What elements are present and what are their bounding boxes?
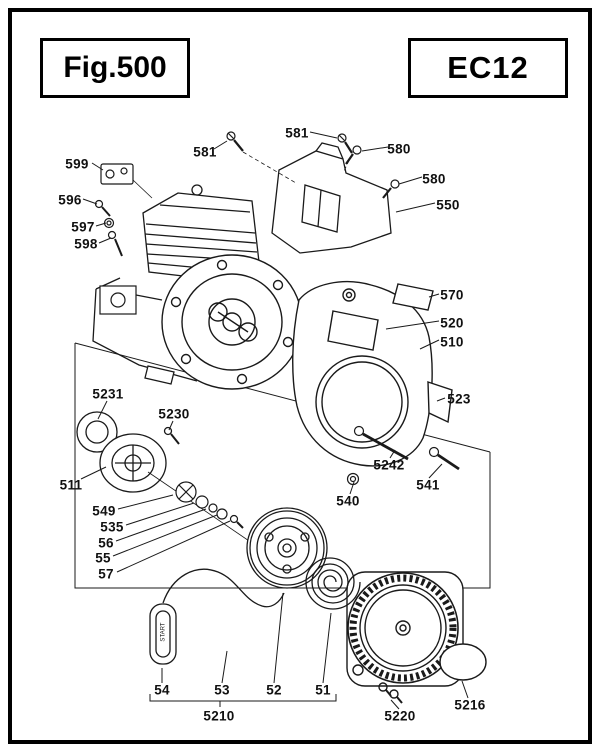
part-label-541: 541 [416,477,440,493]
part-label-510: 510 [440,334,464,350]
starter-handle: START [149,568,285,665]
part-label-52: 52 [266,682,282,698]
recoil-spring [305,557,361,610]
part-label-57: 57 [98,566,114,582]
figure-number: Fig.500 [63,51,167,84]
part-label-51: 51 [315,682,331,698]
part-label-520: 520 [440,315,464,331]
model-code-box: EC12 [408,38,568,98]
starter-housing [346,571,487,704]
engine-base [92,277,198,385]
starter-rope [162,568,285,608]
part-label-523: 523 [447,391,471,407]
part-label-53: 53 [214,682,230,698]
part-label-580-a: 580 [387,141,411,157]
bracket-and-fasteners [94,163,153,257]
part-label-598: 598 [74,236,98,252]
label-sticker [392,283,434,311]
page-border [8,8,592,744]
shield-screws [226,131,400,199]
part-label-581-b: 581 [285,125,309,141]
heat-shield [271,142,392,254]
part-label-56: 56 [98,535,114,551]
handle-start-text: START [161,622,167,641]
starter-cover-plate [439,643,487,681]
part-label-5210: 5210 [203,708,235,724]
leader-lines [80,131,469,710]
model-code: EC12 [447,50,529,85]
part-label-570: 570 [440,287,464,303]
part-label-5216: 5216 [454,697,486,713]
part-label-597: 597 [71,219,95,235]
part-label-54: 54 [154,682,170,698]
part-label-5230: 5230 [158,406,190,422]
pawl-parts-cluster [175,481,244,529]
crankcase [161,254,303,390]
part-label-511: 511 [59,477,83,493]
part-label-599: 599 [65,156,89,172]
figure-number-box: Fig.500 [40,38,190,98]
side-flap [427,381,453,424]
part-label-5220: 5220 [384,708,416,724]
part-label-55: 55 [95,550,111,566]
bracket-5210 [149,694,337,702]
starter-cup-assembly [76,411,259,548]
rope-pulley [246,507,328,589]
part-label-540: 540 [336,493,360,509]
part-label-550: 550 [436,197,460,213]
part-label-596: 596 [58,192,82,208]
part-label-549: 549 [92,503,116,519]
part-label-535: 535 [100,519,124,535]
carburetor [99,285,163,315]
part-label-5242: 5242 [373,457,405,473]
part-label-580-b: 580 [422,171,446,187]
part-label-581-a: 581 [193,144,217,160]
part-label-5231: 5231 [92,386,124,402]
